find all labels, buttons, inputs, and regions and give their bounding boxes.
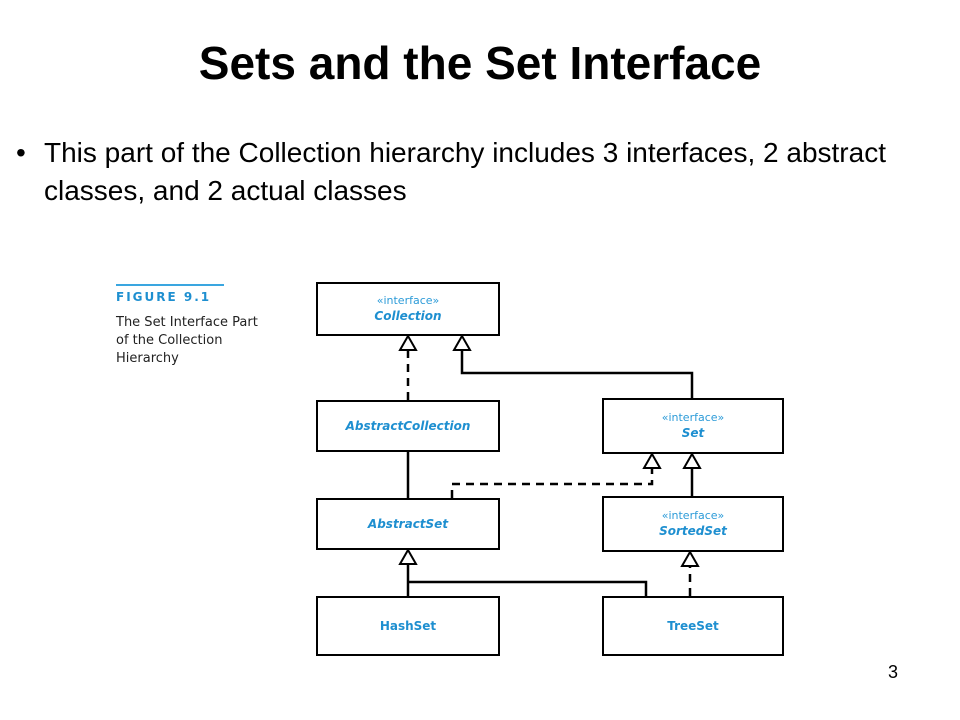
class-name: AbstractCollection — [345, 419, 471, 433]
tree-set-box: TreeSet — [602, 596, 784, 656]
class-name: Collection — [374, 309, 442, 323]
bullet-text: This part of the Collection hierarchy in… — [44, 137, 886, 206]
stereotype-label: «interface» — [661, 411, 725, 424]
figure-caption: The Set Interface Part of the Collection… — [116, 314, 286, 368]
abstract-collection-box: AbstractCollection — [316, 400, 500, 452]
abstract-set-box: AbstractSet — [316, 498, 500, 550]
hollow-arrowhead — [682, 451, 702, 469]
figure-label: FIGURE 9.1 — [116, 290, 212, 304]
bullet-item: • This part of the Collection hierarchy … — [16, 134, 926, 210]
bullet-marker: • — [16, 137, 26, 168]
stereotype-label: «interface» — [376, 294, 440, 307]
class-name: SortedSet — [659, 524, 727, 538]
page-number: 3 — [888, 662, 899, 682]
collection-interface-box: «interface» Collection — [316, 282, 500, 336]
sorted-set-interface-box: «interface» SortedSet — [602, 496, 784, 552]
hollow-arrowhead — [452, 333, 472, 351]
class-name: AbstractSet — [367, 517, 449, 531]
caption-line: of the Collection — [116, 333, 223, 348]
class-name: HashSet — [379, 619, 437, 633]
extends-connector — [408, 580, 648, 596]
hollow-arrowhead — [642, 451, 662, 469]
stereotype-label: «interface» — [661, 509, 725, 522]
extends-connector — [460, 350, 694, 398]
hollow-arrowhead — [680, 549, 700, 567]
slide-title: Sets and the Set Interface — [198, 37, 762, 89]
hollow-arrowhead — [398, 547, 418, 565]
caption-line: Hierarchy — [116, 351, 179, 366]
hollow-arrowhead — [398, 333, 418, 351]
figure-rule — [116, 284, 224, 286]
set-interface-box: «interface» Set — [602, 398, 784, 454]
class-name: Set — [681, 426, 705, 440]
caption-line: The Set Interface Part — [116, 315, 258, 330]
hash-set-box: HashSet — [316, 596, 500, 656]
realizes-connector — [450, 468, 654, 498]
class-name: TreeSet — [667, 619, 719, 633]
